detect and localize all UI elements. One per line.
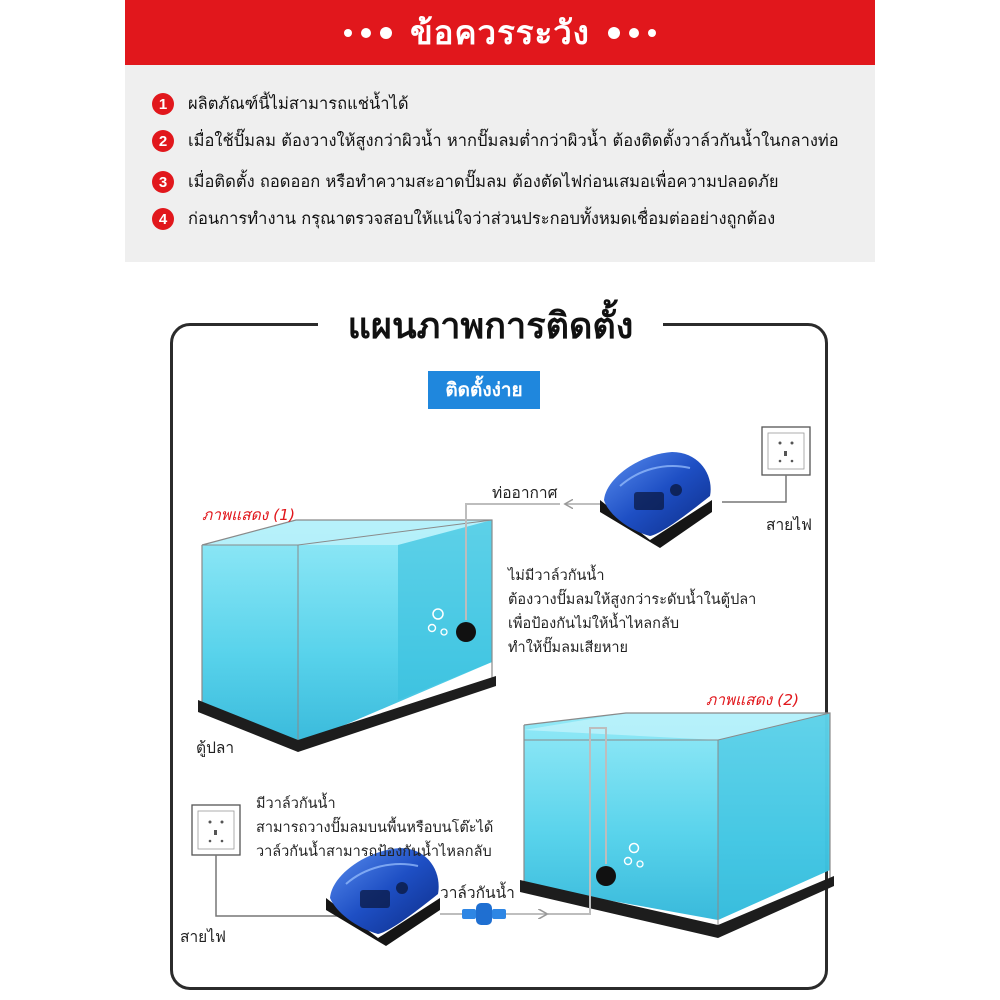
air-pipe-label: ท่ออากาศ [492, 484, 558, 502]
caution-text: เมื่อติดตั้ง ถอดออก หรือทำความสะอาดปั๊มล… [188, 172, 779, 191]
note-line: เพื่อป้องกันไม่ให้น้ำไหลกลับ [508, 616, 680, 632]
wall-socket-icon [761, 426, 811, 476]
caution-item-3: 3 เมื่อติดตั้ง ถอดออก หรือทำความสะอาดปั๊… [152, 169, 779, 195]
fish-tank-1 [198, 503, 560, 752]
figure-2-note: มีวาล์วกันน้ำ สามารถวางปั๊มลมบนพื้นหรือบ… [256, 792, 493, 864]
caution-number: 3 [152, 171, 174, 193]
note-line: วาล์วกันน้ำสามารถป้องกันน้ำไหลกลับ [256, 844, 492, 860]
caution-text: ก่อนการทำงาน กรุณาตรวจสอบให้แน่ใจว่าส่วน… [188, 209, 776, 228]
caution-text: ผลิตภัณฑ์นี้ไม่สามารถแช่น้ำได้ [188, 94, 409, 113]
note-line: มีวาล์วกันน้ำ [256, 796, 336, 812]
check-valve-icon [462, 903, 506, 925]
figure-1-note: ไม่มีวาล์วกันน้ำ ต้องวางปั๊มลมให้สูงกว่า… [508, 564, 756, 660]
caution-item-1: 1 ผลิตภัณฑ์นี้ไม่สามารถแช่น้ำได้ [152, 91, 409, 117]
cautions-panel: 1 ผลิตภัณฑ์นี้ไม่สามารถแช่น้ำได้ 2 เมื่อ… [125, 65, 875, 262]
figure-2-label: ภาพแสดง (2) [706, 691, 800, 709]
caution-item-4: 4 ก่อนการทำงาน กรุณาตรวจสอบให้แน่ใจว่าส่… [152, 206, 775, 232]
diagram-title: แผนภาพการติดตั้ง [318, 300, 663, 350]
caution-number: 4 [152, 208, 174, 230]
header-dots-left [344, 26, 393, 39]
fish-tank-label: ตู้ปลา [196, 739, 235, 757]
note-line: สามารถวางปั๊มลมบนพื้นหรือบนโต๊ะได้ [256, 820, 494, 836]
header-title: ข้อควรระวัง [410, 13, 590, 52]
caution-number: 2 [152, 130, 174, 152]
easy-install-badge: ติดตั้งง่าย [428, 371, 540, 409]
power-cord-label-2: สายไฟ [180, 928, 227, 946]
warning-header: ข้อควรระวัง [125, 0, 875, 65]
air-pump-icon [600, 452, 712, 548]
caution-number: 1 [152, 93, 174, 115]
air-pump-icon [326, 848, 440, 946]
fish-tank-2 [520, 712, 834, 938]
wall-socket-icon [191, 804, 241, 856]
check-valve-label: วาล์วกันน้ำ [440, 884, 515, 902]
power-cord-label-1: สายไฟ [766, 516, 813, 534]
caution-text: เมื่อใช้ปั๊มลม ต้องวางให้สูงกว่าผิวน้ำ ห… [188, 131, 839, 150]
note-line: ต้องวางปั๊มลมให้สูงกว่าระดับน้ำในตู้ปลา [508, 592, 757, 608]
note-line: ทำให้ปั๊มลมเสียหาย [508, 640, 629, 656]
figure-1-label: ภาพแสดง (1) [202, 506, 296, 524]
caution-item-2: 2 เมื่อใช้ปั๊มลม ต้องวางให้สูงกว่าผิวน้ำ… [152, 128, 839, 154]
header-dots-right [607, 26, 656, 39]
note-line: ไม่มีวาล์วกันน้ำ [508, 568, 605, 584]
